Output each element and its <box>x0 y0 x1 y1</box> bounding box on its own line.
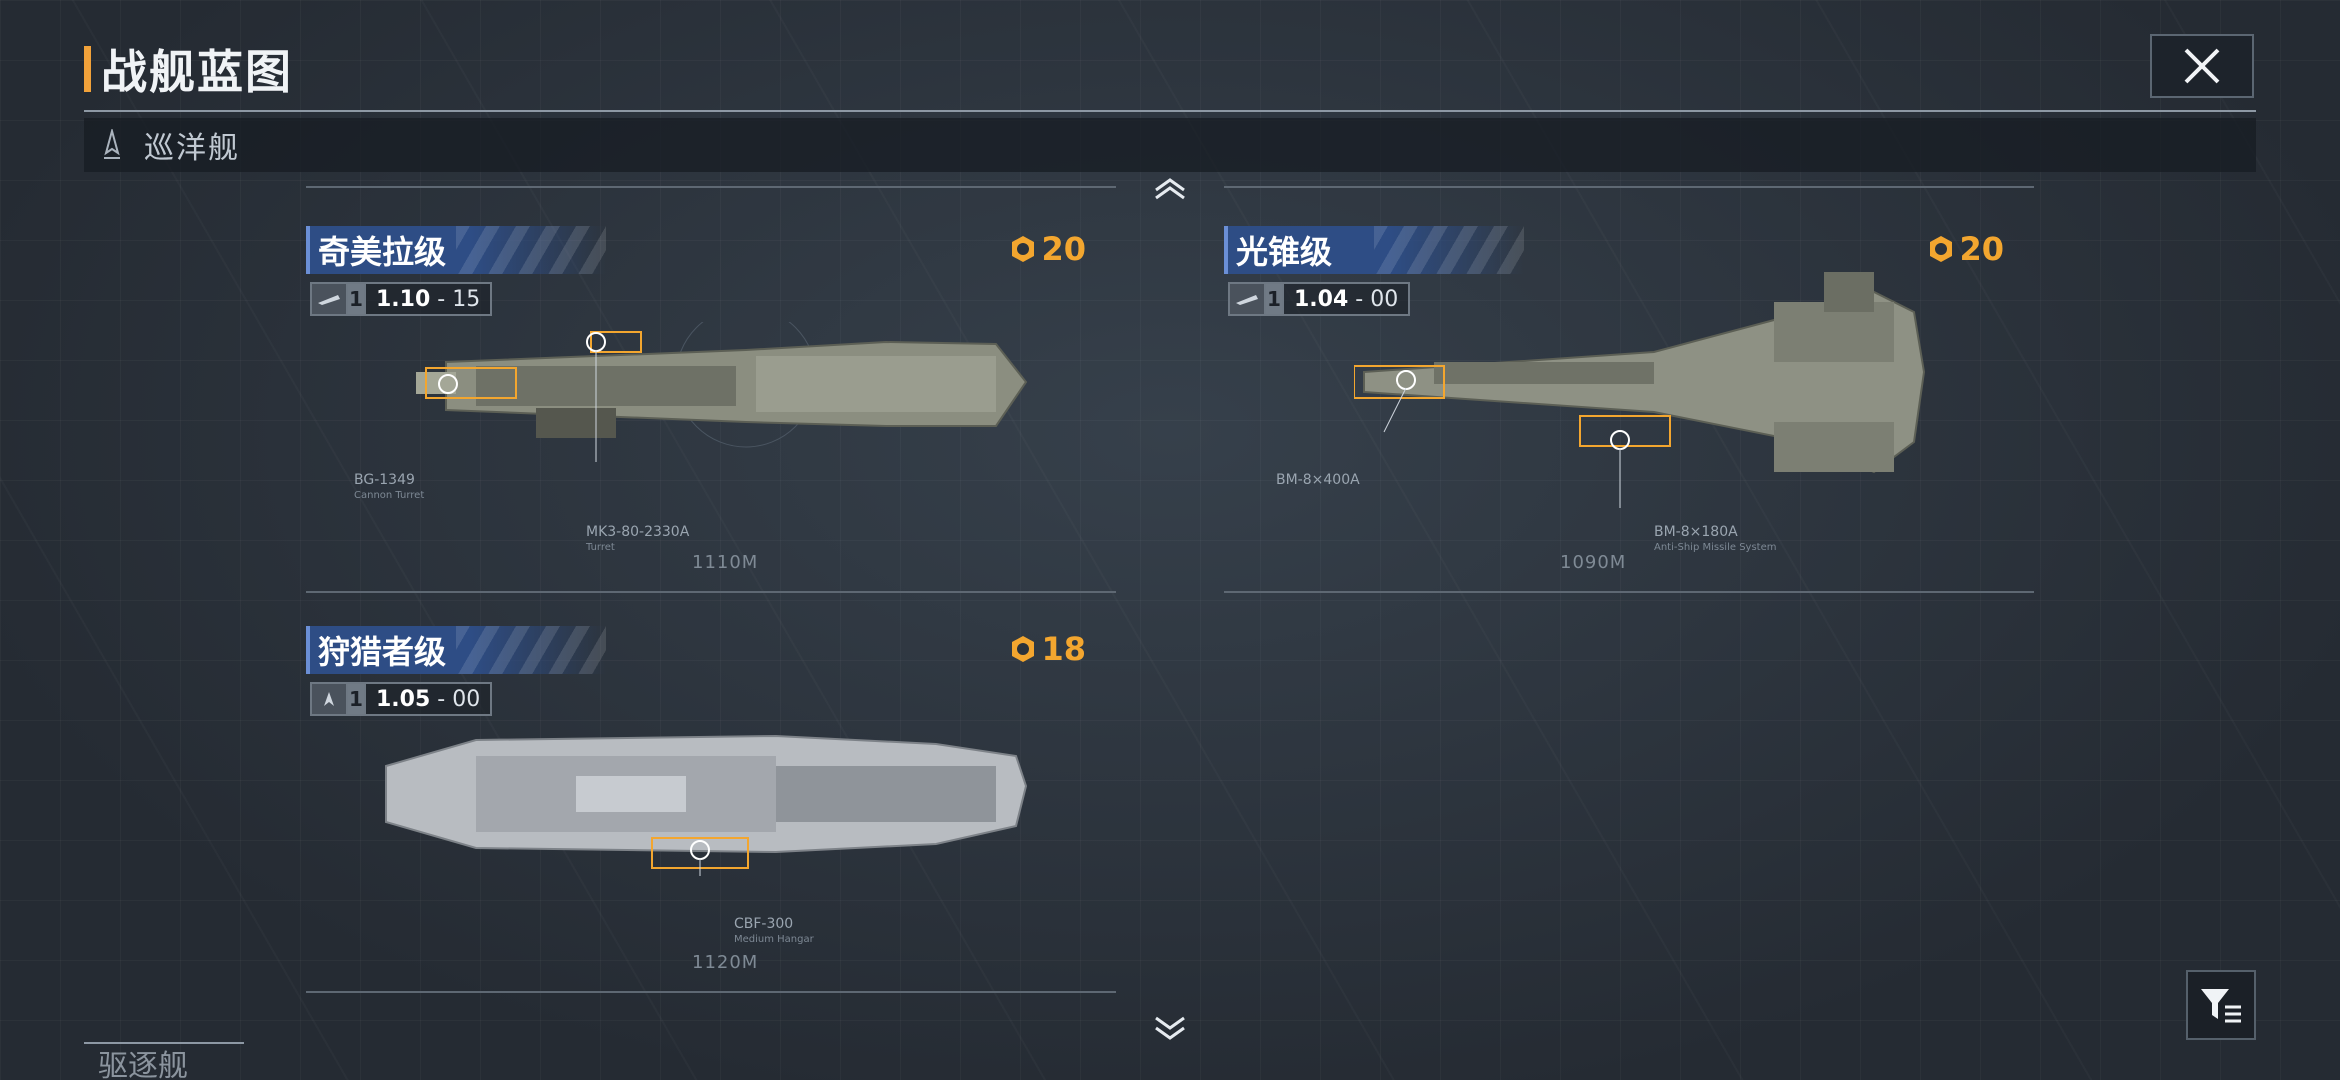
ship-name: 光锥级 <box>1236 233 1333 271</box>
cost-value: 20 <box>1959 230 2004 268</box>
card-frame-bottom <box>306 591 1116 593</box>
ship-version-main: 1.05 <box>376 686 431 712</box>
ship-stat-box: 1 1.10 - 15 <box>310 282 493 316</box>
ship-cost: 20 <box>1009 230 1086 268</box>
ship-tier: 1 <box>1266 284 1284 314</box>
ship-version: 1.10 - 15 <box>376 286 481 312</box>
cruiser-icon <box>104 129 120 159</box>
ship-length: 1120M <box>692 952 759 973</box>
cost-medal-icon <box>1930 236 1953 262</box>
ship-tier: 1 <box>348 284 366 314</box>
ship-class-icon <box>1230 284 1266 314</box>
ship-card-chimera[interactable]: 奇美拉级 20 1 1.10 - 15 BG-1349 Cannon Turre… <box>306 186 1116 616</box>
title-accent-bar <box>84 46 91 92</box>
ship-name-tag: 光锥级 <box>1224 226 1524 274</box>
category-label: 驱逐舰 <box>98 1049 188 1080</box>
ship-stat-box: 1 1.05 - 00 <box>310 682 493 716</box>
ship-stat-box: 1 1.04 - 00 <box>1228 282 1411 316</box>
ship-card-hunter[interactable]: 狩猎者级 18 1 1.05 - 00 CBF-300 Medium Hanga… <box>306 626 1116 1016</box>
ship-class-icon <box>312 284 348 314</box>
ship-version-sub: 15 <box>452 286 481 312</box>
category-header-cruiser[interactable]: 巡洋舰 <box>84 118 2256 172</box>
ship-cost: 20 <box>1927 230 2004 268</box>
ship-length: 1090M <box>1560 552 1627 573</box>
ship-class-icon <box>312 684 348 714</box>
filter-icon <box>2201 989 2241 1023</box>
cost-medal-icon <box>1012 636 1035 662</box>
close-button[interactable] <box>2150 34 2254 98</box>
category-header-destroyer[interactable]: 驱逐舰 <box>84 1042 244 1080</box>
category-label: 巡洋舰 <box>144 131 240 166</box>
weapon-label: BM-8×400A <box>1276 472 1360 488</box>
ship-version-sub: 00 <box>1370 286 1399 312</box>
ship-version-main: 1.04 <box>1294 286 1349 312</box>
weapon-desc: Cannon Turret <box>354 490 425 501</box>
ship-name: 狩猎者级 <box>318 633 447 671</box>
weapon-desc: Medium Hangar <box>734 934 814 945</box>
ship-version: 1.04 - 00 <box>1294 286 1399 312</box>
cost-value: 18 <box>1041 630 1086 668</box>
weapon-desc: Anti-Ship Missile System <box>1654 542 1777 553</box>
weapon-label: CBF-300 <box>734 916 794 932</box>
card-frame-top <box>306 186 1116 188</box>
card-frame-bottom <box>306 991 1116 993</box>
ship-cost: 18 <box>1009 630 1086 668</box>
weapon-desc: Turret <box>586 542 615 553</box>
filter-button[interactable] <box>2186 970 2256 1040</box>
ship-length: 1110M <box>692 552 759 573</box>
close-icon <box>2184 48 2220 84</box>
cost-medal-icon <box>1012 236 1035 262</box>
ship-name: 奇美拉级 <box>318 233 447 271</box>
scroll-up-chevron-icon[interactable] <box>1150 176 1190 202</box>
ship-version-sub: 00 <box>452 686 481 712</box>
ship-name-tag: 狩猎者级 <box>306 626 606 674</box>
ship-version-main: 1.10 <box>376 286 431 312</box>
header-divider <box>84 110 2256 112</box>
ship-blueprint-hunter <box>385 734 1028 876</box>
weapon-label: MK3-80-2330A <box>586 524 690 540</box>
ship-tier: 1 <box>348 684 366 714</box>
ship-version: 1.05 - 00 <box>376 686 481 712</box>
ship-blueprint-light-cone <box>1354 272 1926 508</box>
ship-name-tag: 奇美拉级 <box>306 226 606 274</box>
weapon-label: BM-8×180A <box>1654 524 1738 540</box>
cost-value: 20 <box>1041 230 1086 268</box>
ship-blueprint-chimera <box>416 322 1028 462</box>
page-header: 战舰蓝图 <box>84 36 293 102</box>
page-title: 战舰蓝图 <box>101 45 293 99</box>
card-frame-bottom <box>1224 591 2034 593</box>
ship-card-light-cone[interactable]: 光锥级 20 1 1.04 - 00 BM-8×400A BM-8×180A A… <box>1224 186 2034 616</box>
weapon-label: BG-1349 <box>354 472 415 488</box>
card-frame-top <box>1224 186 2034 188</box>
scroll-down-chevron-icon[interactable] <box>1150 1012 1190 1044</box>
